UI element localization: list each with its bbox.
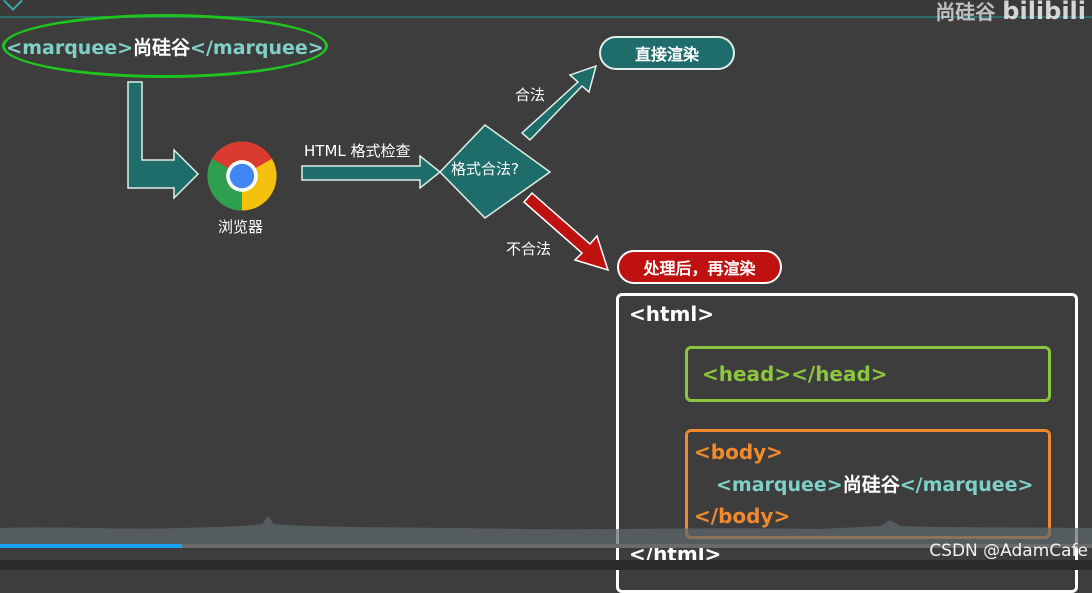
chrome-icon bbox=[207, 141, 277, 211]
body-open-tag: <body> bbox=[694, 440, 783, 464]
marquee-open-tag: <marquee> bbox=[6, 36, 134, 59]
render-directly-pill: 直接渲染 bbox=[599, 36, 735, 70]
video-top-bar bbox=[0, 0, 1092, 18]
invalid-branch-label: 不合法 bbox=[506, 240, 552, 258]
head-box: <head></head> bbox=[685, 346, 1051, 402]
inner-marquee-close: </marquee> bbox=[899, 474, 1034, 496]
video-progress-track[interactable] bbox=[0, 544, 1092, 548]
decision-label: 格式合法? bbox=[451, 160, 519, 178]
decision-diamond bbox=[438, 124, 552, 219]
bilibili-logo: bilibili bbox=[1002, 0, 1086, 25]
check-label: HTML 格式检查 bbox=[304, 142, 411, 160]
body-marquee-line: <marquee>尚硅谷</marquee> bbox=[716, 470, 1033, 497]
marquee-close-tag: </marquee> bbox=[190, 36, 324, 59]
arrow-source-to-browser bbox=[127, 81, 200, 200]
html-open-tag: <html> bbox=[629, 302, 715, 326]
browser-label: 浏览器 bbox=[218, 218, 264, 236]
arrow-to-valid bbox=[520, 64, 598, 142]
head-tags: <head></head> bbox=[702, 362, 888, 386]
source-code-ellipse: <marquee>尚硅谷</marquee> bbox=[2, 14, 328, 78]
player-control-bar bbox=[0, 560, 1092, 570]
valid-branch-label: 合法 bbox=[515, 86, 546, 104]
csdn-watermark: CSDN @AdamCafe bbox=[929, 541, 1088, 561]
body-close-tag: </body> bbox=[694, 504, 791, 528]
inner-marquee-open: <marquee> bbox=[716, 474, 843, 496]
inner-marquee-text: 尚硅谷 bbox=[842, 474, 900, 496]
video-progress-fill bbox=[0, 544, 183, 548]
arrow-browser-to-check bbox=[301, 154, 442, 190]
flow-arrows bbox=[127, 64, 610, 272]
brand-text: 尚硅谷 bbox=[935, 0, 996, 24]
marquee-text: 尚硅谷 bbox=[133, 36, 191, 59]
arrow-to-invalid bbox=[522, 191, 610, 272]
brand-watermark: 尚硅谷 bilibili bbox=[935, 0, 1086, 25]
audio-waveform bbox=[0, 516, 1092, 544]
fix-then-render-pill: 处理后，再渲染 bbox=[617, 250, 782, 284]
